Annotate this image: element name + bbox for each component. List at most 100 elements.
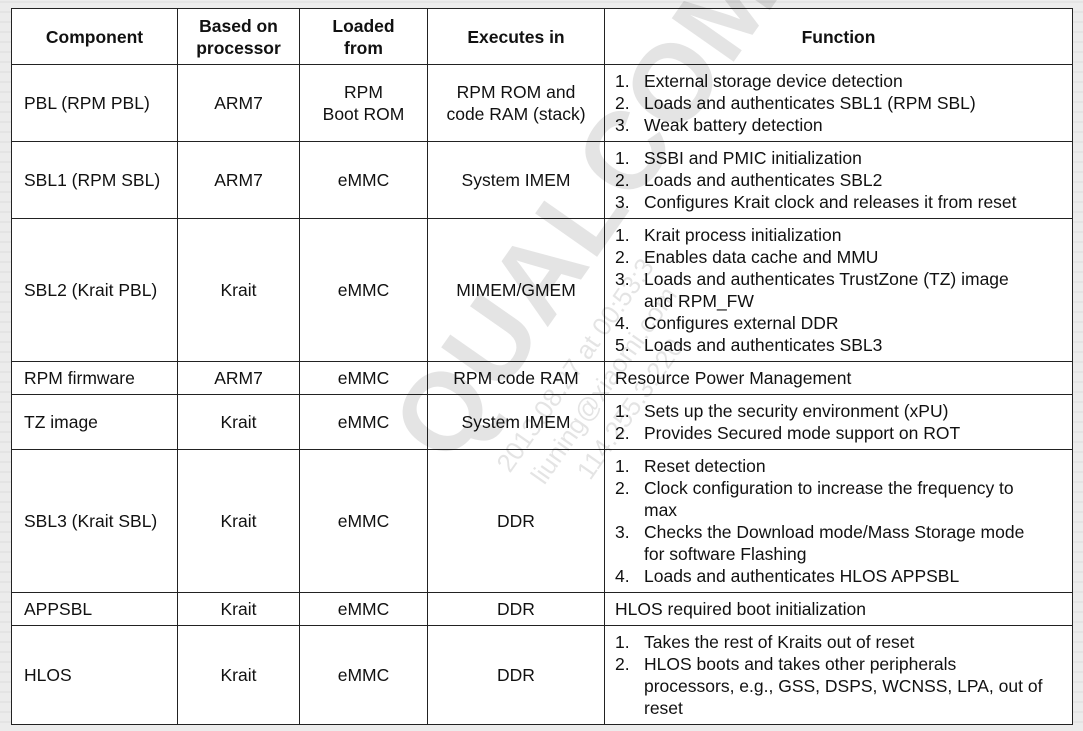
function-item-line: Configures external DDR: [644, 313, 839, 333]
function-text: Resource Power Management: [615, 368, 852, 388]
function-item-number: 3.: [615, 115, 630, 135]
function-item-text: Provides Secured mode support on ROT: [644, 422, 1064, 444]
loaded-from-line: eMMC: [337, 665, 390, 685]
processor-cell: ARM7: [177, 141, 300, 219]
function-item: 3.Loads and authenticates TrustZone (TZ)…: [615, 268, 1064, 312]
header-processor-line: Based on: [199, 15, 278, 36]
header-loaded-from: Loaded from: [299, 8, 428, 65]
processor-cell: ARM7: [177, 361, 300, 395]
executes-in-line: RPM ROM and: [456, 82, 576, 102]
function-item: 4.Loads and authenticates HLOS APPSBL: [615, 565, 1064, 587]
loaded-from-line: RPM: [344, 82, 383, 102]
component-cell: APPSBL: [11, 592, 178, 626]
function-item-text: Reset detection: [644, 455, 1064, 477]
header-processor-line: processor: [196, 37, 281, 58]
component-cell: HLOS: [11, 625, 178, 725]
executes-in-line: System IMEM: [461, 412, 571, 432]
function-item-line: Provides Secured mode support on ROT: [644, 423, 961, 443]
function-item-line: processors, e.g., GSS, DSPS, WCNSS, LPA,…: [644, 676, 1043, 696]
document-sheet: Component Based on processor Loaded from…: [11, 8, 1073, 725]
function-item-text: Loads and authenticates SBL1 (RPM SBL): [644, 92, 1064, 114]
function-cell: 1. Krait process initialization 2. Enables …: [604, 218, 1073, 362]
table-header-row: Component Based on processor Loaded from…: [11, 8, 1073, 65]
function-item: 1. Reset detection: [615, 455, 1064, 477]
function-item-number: 2.: [615, 423, 630, 443]
executes-in-cell: System IMEM: [427, 141, 605, 219]
processor-cell: ARM7: [177, 64, 300, 142]
function-item-number: 1.: [615, 401, 630, 421]
function-item-number: 1.: [615, 456, 630, 476]
component-cell: SBL3 (Krait SBL): [11, 449, 178, 593]
loaded-from-line: eMMC: [337, 511, 390, 531]
loaded-from-line: Boot ROM: [322, 104, 405, 124]
function-item-text: Weak battery detection: [644, 114, 1064, 136]
function-item-number: 2.: [615, 654, 630, 674]
loaded-from-line: eMMC: [337, 280, 390, 300]
function-item-line: Loads and authenticates SBL1 (RPM SBL): [644, 93, 976, 113]
function-cell: 1. Sets up the security environment (xPU)…: [604, 394, 1073, 450]
executes-in-cell: DDR: [427, 625, 605, 725]
function-item-line: Loads and authenticates SBL3: [644, 335, 883, 355]
executes-in-line: DDR: [497, 599, 535, 619]
function-item-number: 2.: [615, 93, 630, 113]
function-item-line: Takes the rest of Kraits out of reset: [644, 632, 915, 652]
component-cell: SBL1 (RPM SBL): [11, 141, 178, 219]
function-item-line: Loads and authenticates SBL2: [644, 170, 883, 190]
function-item-number: 4.: [615, 566, 630, 586]
function-item-line: Krait process initialization: [644, 225, 842, 245]
function-item: 1.Takes the rest of Kraits out of reset: [615, 631, 1064, 653]
function-item-line: Configures Krait clock and releases it f…: [644, 192, 1017, 212]
processor-cell: Krait: [177, 592, 300, 626]
function-item: 2. Loads and authenticates SBL1 (RPM SBL): [615, 92, 1064, 114]
function-item-line: for software Flashing: [644, 544, 807, 564]
loaded-from-cell: eMMC: [299, 449, 428, 593]
function-item-number: 1.: [615, 225, 630, 245]
function-item-text: Enables data cache and MMU: [644, 246, 1064, 268]
loaded-from-cell: eMMC: [299, 592, 428, 626]
function-item-text: Loads and authenticates SBL3: [644, 334, 1064, 356]
executes-in-cell: System IMEM: [427, 394, 605, 450]
processor-cell: Krait: [177, 449, 300, 593]
function-item-number: 1.: [615, 148, 630, 168]
header-executes-in: Executes in: [427, 8, 605, 65]
executes-in-line: RPM code RAM: [453, 368, 579, 388]
executes-in-cell: DDR: [427, 592, 605, 626]
function-item-text: Configures external DDR: [644, 312, 1064, 334]
function-text: HLOS required boot initialization: [615, 599, 866, 619]
header-loaded-line: from: [344, 37, 383, 58]
function-item-text: Configures Krait clock and releases it f…: [644, 191, 1064, 213]
function-item-line: HLOS boots and takes other peripherals: [644, 654, 957, 674]
boot-components-table: Component Based on processor Loaded from…: [11, 8, 1073, 725]
function-item-line: reset: [644, 698, 683, 718]
function-item-number: 2.: [615, 247, 630, 267]
function-item: 1. Krait process initialization: [615, 224, 1064, 246]
loaded-from-line: eMMC: [337, 368, 390, 388]
function-item-text: Loads and authenticates TrustZone (TZ) i…: [644, 268, 1064, 312]
component-cell: RPM firmware: [11, 361, 178, 395]
function-list: 1. Krait process initialization 2. Enables …: [615, 224, 1064, 356]
function-item: 2.Clock configuration to increase the fr…: [615, 477, 1064, 521]
executes-in-line: MIMEM/GMEM: [456, 280, 576, 300]
function-item-text: Sets up the security environment (xPU): [644, 400, 1064, 422]
function-item: 3. Weak battery detection: [615, 114, 1064, 136]
function-item-text: Krait process initialization: [644, 224, 1064, 246]
function-item-line: Loads and authenticates TrustZone (TZ) i…: [644, 269, 1009, 289]
table-row: SBL3 (Krait SBL)Krait eMMC DDR 1. Reset dete…: [11, 449, 1073, 593]
loaded-from-line: eMMC: [337, 599, 390, 619]
function-item-text: External storage device detection: [644, 70, 1064, 92]
header-processor: Based on processor: [177, 8, 300, 65]
function-item-line: Sets up the security environment (xPU): [644, 401, 949, 421]
loaded-from-cell: eMMC: [299, 218, 428, 362]
executes-in-cell: DDR: [427, 449, 605, 593]
function-item-text: Clock configuration to increase the freq…: [644, 477, 1064, 521]
